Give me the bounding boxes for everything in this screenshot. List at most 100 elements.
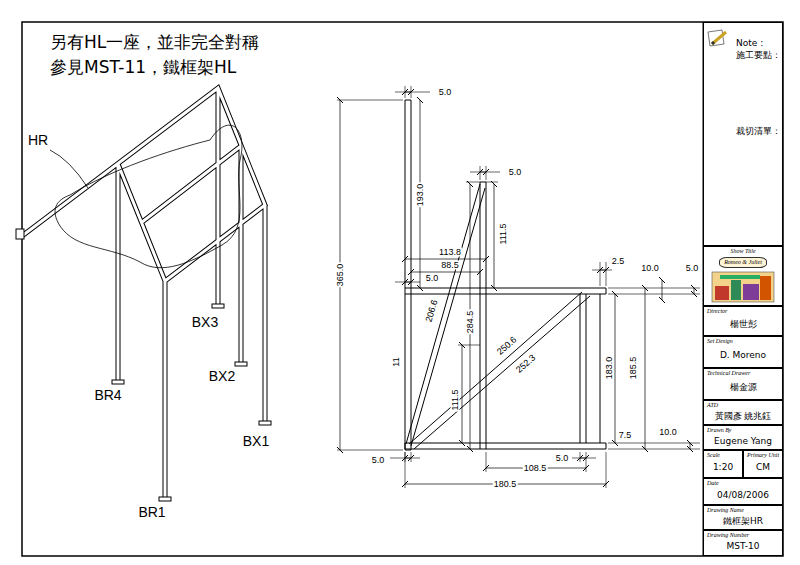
note-icon <box>708 30 726 46</box>
dimension-line <box>615 294 616 443</box>
dimension-line <box>405 458 411 459</box>
title-block-cell: Primary UnitCM <box>743 450 783 478</box>
base-plate <box>259 421 271 425</box>
leader-line <box>50 150 88 188</box>
show-picture <box>712 272 774 302</box>
title-block-cell: Drawn ByEugene Yang <box>703 425 783 450</box>
cell-heading: ATD <box>704 401 782 408</box>
note-heading: 施工要點： <box>736 49 780 61</box>
notes-box: Note :施工要點： 裁切清單： <box>703 22 783 246</box>
dimension-line <box>690 443 691 449</box>
extension-lines <box>337 86 700 488</box>
dimension-value: 252.3 <box>514 353 538 376</box>
dimension-line <box>580 458 586 459</box>
dimension-value: 88.5 <box>440 261 460 270</box>
sheet-border <box>22 22 783 556</box>
cell-value: Eugene Yang <box>704 433 782 449</box>
cell-heading: Scale <box>704 451 742 458</box>
dimension-value: 5.0 <box>371 456 386 465</box>
cell-heading: Director <box>704 307 782 314</box>
dimension-line <box>694 288 695 294</box>
end-bracket <box>16 229 24 239</box>
title-block-cell: Technical Drawer楊金源 <box>703 368 783 400</box>
note-heading: 裁切清單： <box>736 125 780 137</box>
dimension-line <box>600 270 606 271</box>
base-plate <box>159 497 171 501</box>
dimension-line <box>405 92 411 93</box>
part-label: HR <box>28 133 48 147</box>
note-text: 另有HL一座，並非完全對稱 <box>50 34 259 51</box>
part-label: BX2 <box>209 369 235 383</box>
note-heading: Note : <box>736 37 780 49</box>
dimension-value: 284.5 <box>466 310 475 335</box>
title-block-cell: Set DesignD. Moreno <box>703 336 783 368</box>
cell-heading: Drawing Number <box>704 531 782 538</box>
dimension-value: 108.5 <box>523 464 548 473</box>
cell-heading: Show Title <box>730 248 755 255</box>
cell-value: 黃國彥 姚兆鈺 <box>704 408 782 424</box>
elevation-view <box>405 100 606 450</box>
part-label: BR1 <box>138 505 165 519</box>
dimension-line <box>480 172 486 173</box>
dimension-value: 111.5 <box>499 222 508 245</box>
dimension-line <box>405 259 486 260</box>
title-block-cell: ATD黃國彥 姚兆鈺 <box>703 400 783 425</box>
title-block-cell: Date04/08/2006 <box>703 478 783 505</box>
dimension-value: 11 <box>392 356 401 367</box>
dimension-line <box>645 288 646 449</box>
cell-value: 楊金源 <box>704 376 782 399</box>
dimension-line <box>662 280 663 300</box>
show-title-box: Show TitleRomeo & Juliet <box>703 246 783 306</box>
cell-value: 1:20 <box>704 458 742 477</box>
cell-heading: Drawing Name <box>704 506 782 513</box>
cell-value: 楊世彭 <box>704 314 782 335</box>
cell-value: Romeo & Juliet <box>719 257 767 268</box>
cell-heading: Date <box>704 479 782 486</box>
cell-value: MST-10 <box>704 538 782 555</box>
cell-value: CM <box>744 458 782 477</box>
cell-value: 鐵框架HR <box>704 513 782 529</box>
dimension-value: 2.5 <box>611 257 626 266</box>
hr-cloth-outline <box>55 125 242 268</box>
dimension-lines <box>340 92 694 484</box>
frame-members <box>405 100 606 450</box>
iso-frame <box>22 88 265 498</box>
dimension-line <box>462 345 463 443</box>
part-label: BR4 <box>94 388 121 402</box>
dimension-value: 111.5 <box>451 388 460 411</box>
dimension-line <box>494 184 495 288</box>
dimension-value: 193.0 <box>416 183 425 208</box>
dimension-value: 183.0 <box>605 356 614 381</box>
dimension-value: 185.5 <box>629 356 638 381</box>
extension-line <box>337 86 700 488</box>
base-plate <box>212 304 224 308</box>
dimension-value: 10.0 <box>658 428 678 437</box>
cell-value: 04/08/2006 <box>704 486 782 504</box>
title-block-cell: Director楊世彭 <box>703 306 783 336</box>
dimension-value: 206.6 <box>424 298 439 324</box>
dimension-value: 180.5 <box>493 480 518 489</box>
dimension-value: 365.0 <box>336 263 345 288</box>
dimension-value: 5.0 <box>438 88 453 97</box>
cell-value: D. Moreno <box>704 344 782 367</box>
cell-heading: Drawn By <box>704 426 782 433</box>
base-plate <box>235 362 247 366</box>
dimension-value: 250.6 <box>495 335 519 358</box>
dimension-line <box>405 282 411 283</box>
dimension-value: 5.0 <box>555 454 570 463</box>
part-label: BX1 <box>243 434 269 448</box>
base-plate <box>112 380 124 384</box>
part-label: BX3 <box>192 315 218 329</box>
cell-heading: Primary Unit <box>744 451 782 458</box>
dimension-value: 7.5 <box>618 431 633 440</box>
dimension-value: 5.0 <box>425 274 440 283</box>
base-plates <box>16 229 271 501</box>
frame-inner <box>22 88 265 498</box>
diagonal-brace <box>406 184 590 449</box>
dimension-value: 5.0 <box>685 264 700 273</box>
title-block-cell: Scale1:20 <box>703 450 743 478</box>
frame-outline <box>22 88 265 498</box>
note-text: 參見MST-11，鐵框架HL <box>50 59 236 76</box>
